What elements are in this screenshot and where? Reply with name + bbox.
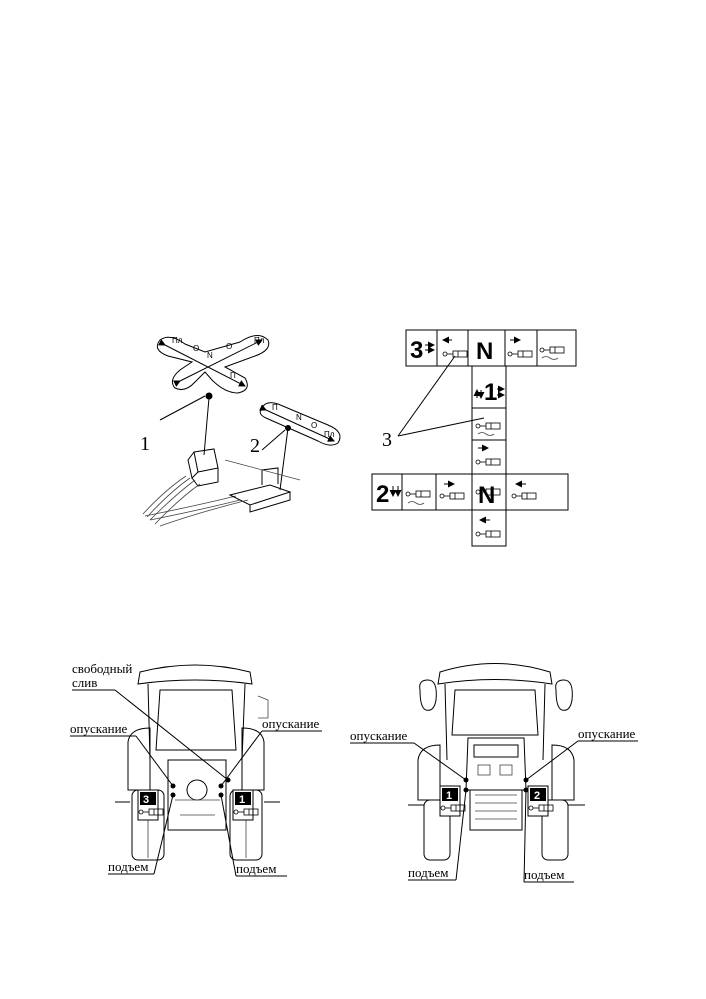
lever-1-label: 1 — [140, 433, 150, 455]
levers-diagram: Пл О N О Пл П П N О Пл 1 2 — [140, 335, 341, 527]
free-drain-label-line2: слив — [72, 675, 97, 690]
rear-badge-left: 3 — [143, 794, 149, 806]
front-lowering-left-label: опускание — [350, 728, 408, 743]
row-top-neutral: N — [476, 338, 493, 365]
tractor-front-diagram: 1 2 опускание опускание подъем подъем — [350, 663, 638, 883]
row-top-number: 3 — [410, 337, 423, 364]
pattern1-o2-label: О — [226, 342, 232, 351]
front-lift-left-label: подъем — [408, 865, 448, 880]
front-lift-right-label: подъем — [524, 867, 564, 882]
front-badge-right: 2 — [534, 790, 540, 802]
tractor-rear-diagram: 3 1 свободный слив опускание опускание п… — [70, 661, 322, 877]
rear-lift-right-label: подъем — [236, 861, 276, 876]
pattern2-n-label: N — [296, 413, 302, 422]
rear-badge-right: 1 — [239, 794, 245, 806]
row-bottom-neutral: N — [478, 482, 495, 509]
rear-lift-left-label: подъем — [108, 859, 148, 874]
lever-2-label: 2 — [250, 435, 260, 457]
pattern1-n-label: N — [207, 351, 213, 360]
pattern1-left-label: Пл — [172, 336, 183, 345]
pattern2-o-label: О — [311, 421, 317, 430]
rear-lowering-right-label: опускание — [262, 716, 320, 731]
pattern2-pl-label: Пл — [324, 430, 335, 439]
col-number: 1 — [484, 379, 497, 406]
callout-3-label: 3 — [382, 429, 392, 451]
front-lowering-right-label: опускание — [578, 726, 636, 741]
control-plate-diagram: 3 N 1 2 N — [371, 329, 577, 547]
rear-lowering-left-label: опускание — [70, 721, 128, 736]
pattern2-p-label: П — [272, 403, 278, 412]
free-drain-label-line1: свободный — [72, 661, 132, 676]
front-badge-left: 1 — [446, 790, 452, 802]
pattern1-right-label: Пл — [254, 336, 265, 345]
pattern1-o1-label: О — [193, 344, 199, 353]
pattern1-bottom-label: П — [230, 371, 236, 380]
row-bottom-number: 2 — [376, 481, 389, 508]
